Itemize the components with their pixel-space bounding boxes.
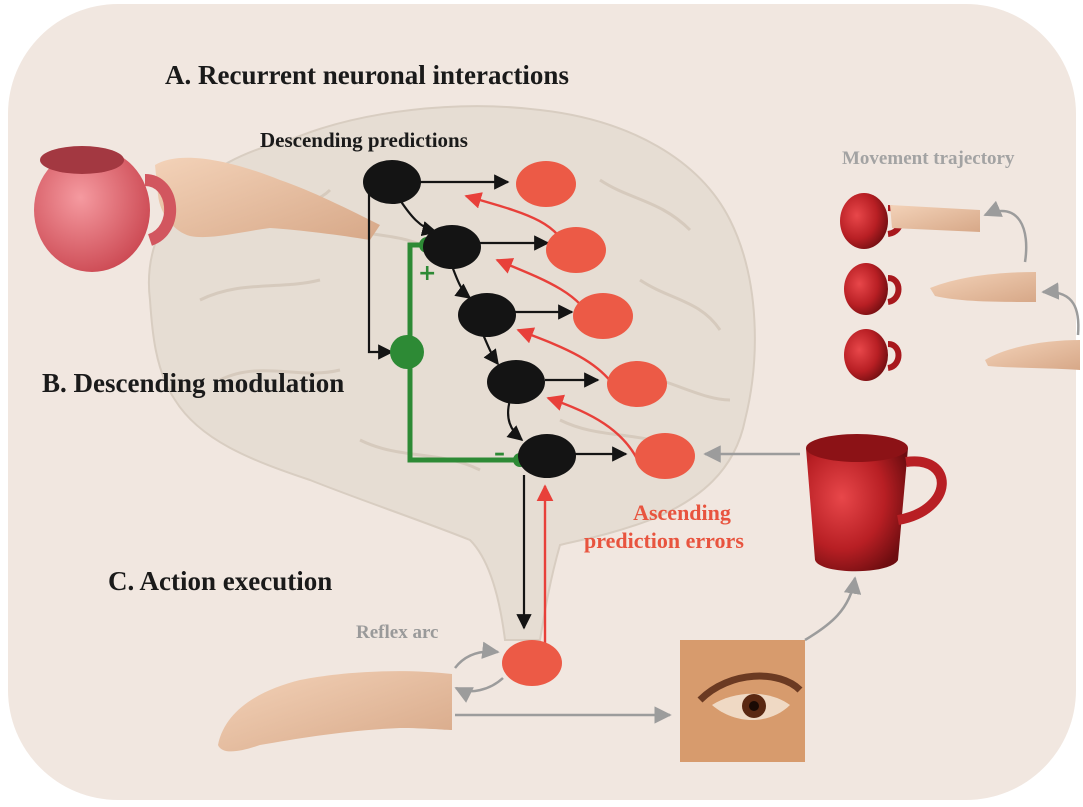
section-a-title: A. Recurrent neuronal interactions: [165, 60, 569, 91]
error-node-5: [635, 433, 695, 479]
prediction-node-5: [518, 434, 576, 478]
prediction-node-3: [458, 293, 516, 337]
ascending-errors-label-line2: prediction errors: [584, 528, 744, 554]
error-node-3: [573, 293, 633, 339]
descending-predictions-label: Descending predictions: [260, 128, 468, 153]
error-node-2: [546, 227, 606, 273]
error-node-1: [516, 161, 576, 207]
section-b-title: B. Descending modulation: [42, 368, 344, 399]
modulation-node: [390, 335, 424, 369]
movement-trajectory-label: Movement trajectory: [842, 148, 1014, 170]
eye-image-illustration: [680, 640, 805, 762]
prediction-node-1: [363, 160, 421, 204]
section-c-title: C. Action execution: [108, 566, 332, 597]
error-node-reflex: [502, 640, 562, 686]
reflex-arc-label: Reflex arc: [356, 622, 438, 644]
error-node-4: [607, 361, 667, 407]
prediction-node-4: [487, 360, 545, 404]
ascending-errors-label-line1: Ascending: [612, 500, 752, 526]
minus-sign: –: [494, 441, 505, 466]
prediction-node-2: [423, 225, 481, 269]
plus-sign: +: [418, 261, 436, 286]
